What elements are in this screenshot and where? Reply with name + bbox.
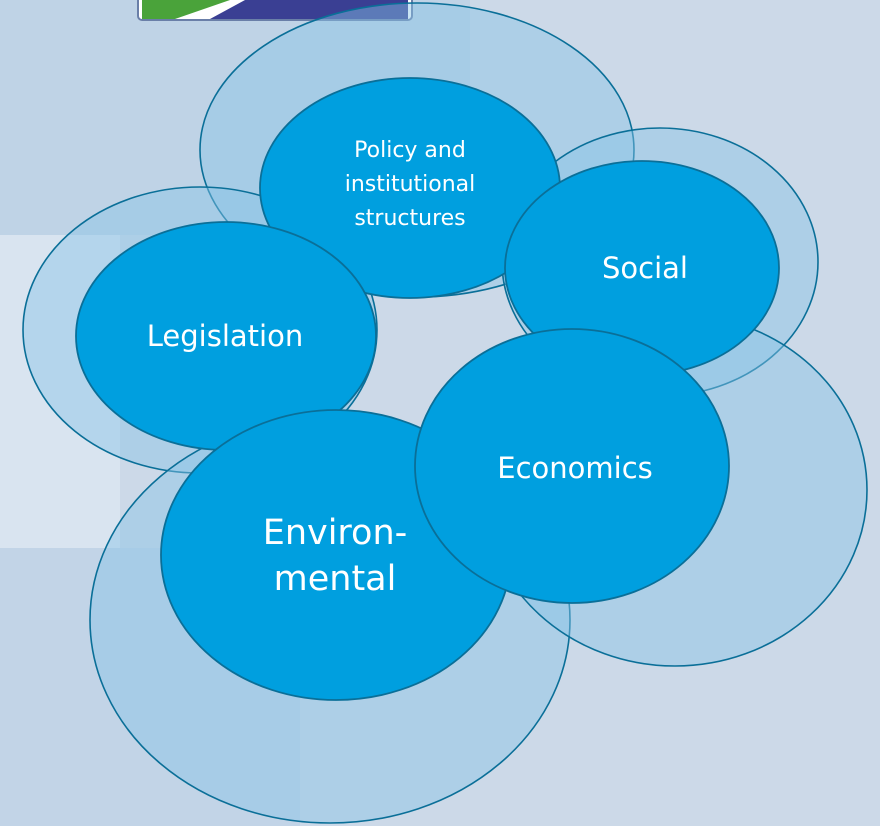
label-economics-text: Economics — [497, 450, 653, 485]
label-social: Social — [570, 240, 720, 296]
label-environmental: Environ- mental — [215, 506, 455, 606]
label-economics: Economics — [460, 440, 690, 496]
label-legislation-text: Legislation — [146, 318, 304, 353]
label-environmental-text: Environ- mental — [262, 513, 408, 599]
logo — [137, 0, 413, 21]
label-policy: Policy and institutional structures — [300, 130, 520, 240]
node-economics — [414, 328, 730, 604]
label-legislation: Legislation — [115, 308, 335, 364]
main-nodes — [75, 77, 780, 701]
label-social-text: Social — [602, 250, 688, 285]
label-policy-text: Policy and institutional structures — [344, 138, 476, 231]
